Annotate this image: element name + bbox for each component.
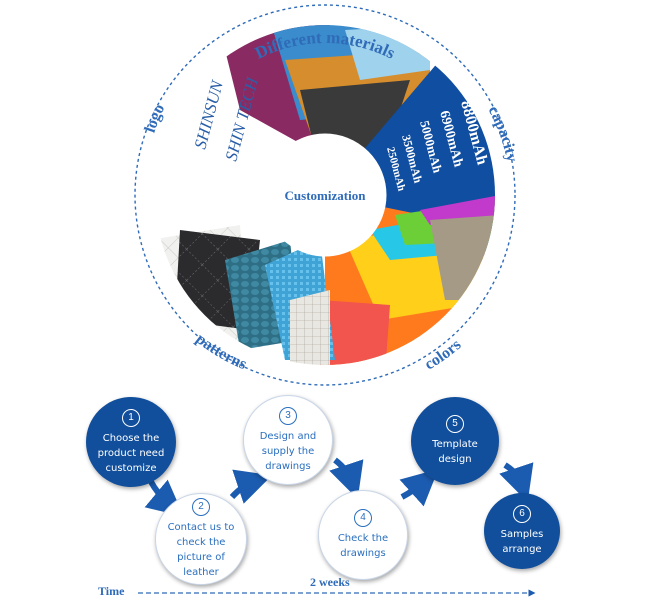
customization-wheel: SHINSUN SHIN TECH 8800mAh 6900mAh 5000mA…	[134, 4, 520, 386]
step-3: 3 Design and supply the drawings	[243, 395, 333, 485]
step-number: 6	[513, 505, 531, 523]
step-number: 5	[446, 415, 464, 433]
arrow-3-4	[329, 457, 364, 500]
step-text: Template design	[432, 439, 478, 465]
step-1: 1 Choose the product need customize	[86, 397, 176, 487]
center-label: Customization	[285, 188, 367, 203]
step-number: 2	[192, 498, 210, 516]
step-6: 6 Samples arrange	[484, 493, 560, 569]
step-number: 1	[122, 408, 140, 427]
process-flow: 1 Choose the product need customize 2 Co…	[0, 385, 650, 600]
step-2: 2 Contact us to check the picture of lea…	[155, 493, 247, 585]
arc-label-colors: colors	[422, 336, 464, 373]
step-text: Check the drawings	[337, 533, 389, 559]
arc-label-logo: logo	[142, 102, 169, 135]
step-number: 3	[279, 406, 297, 425]
step-text: Contact us to check the picture of leath…	[167, 522, 235, 578]
step-text: Samples arrange	[500, 529, 544, 555]
arrow-2-3	[229, 469, 273, 504]
patterns-swatches	[155, 225, 335, 365]
outer-dashed-ring	[134, 4, 516, 386]
arrow-1-2	[144, 478, 184, 517]
arrow-5-6	[499, 462, 534, 503]
arrow-4-5	[399, 468, 439, 507]
time-label: Time	[98, 584, 125, 598]
flow-arrows	[138, 457, 536, 597]
step-5: 5 Template design	[411, 397, 499, 485]
step-number: 4	[354, 509, 372, 527]
step-text: Choose the product need customize	[97, 432, 165, 474]
step-text: Design and supply the drawings	[259, 430, 317, 472]
center-circle	[263, 133, 387, 257]
duration-label: 2 weeks	[310, 575, 350, 589]
step-4: 4 Check the drawings	[318, 490, 408, 580]
